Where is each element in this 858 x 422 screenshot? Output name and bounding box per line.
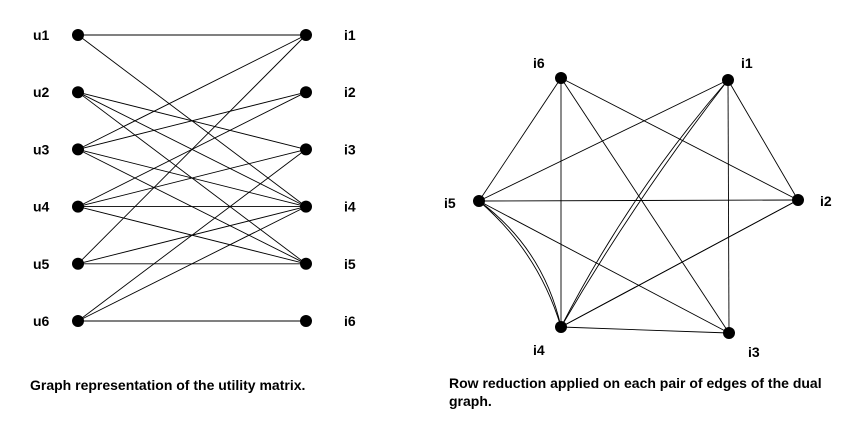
dual-label-i6: i6 xyxy=(533,55,545,71)
dual-graph-nodes xyxy=(473,72,804,339)
edge-u3-i2 xyxy=(77,91,307,150)
label-i3: i3 xyxy=(344,141,356,157)
dual-label-i5: i5 xyxy=(444,195,456,211)
label-u2: u2 xyxy=(33,84,50,100)
node-i4 xyxy=(300,200,312,213)
node-i2 xyxy=(300,86,312,99)
bipartite-nodes xyxy=(72,29,312,327)
bipartite-labels: u1 u2 u3 u4 u5 u6 i1 i2 i3 i4 i5 i6 xyxy=(33,27,356,329)
node-u1 xyxy=(72,29,84,41)
label-u4: u4 xyxy=(33,199,50,215)
label-u1: u1 xyxy=(33,27,50,43)
edge-i4-i2 xyxy=(560,199,799,328)
node-i1 xyxy=(300,29,312,41)
edge-i5-i3 xyxy=(478,200,730,334)
dual-graph-labels: i1 i2 i3 i4 i5 i6 xyxy=(444,55,832,360)
edge-i1-i2 xyxy=(727,79,799,201)
edge-i1-i5 xyxy=(478,79,729,202)
edge-u4-i3 xyxy=(77,148,307,208)
dual-label-i2: i2 xyxy=(820,193,832,209)
node-u2 xyxy=(72,86,84,99)
dual-graph-edges xyxy=(478,77,799,334)
dual-node-i2 xyxy=(792,194,804,206)
label-u6: u6 xyxy=(33,313,50,329)
edge-u3-i1 xyxy=(77,34,307,150)
edge-i4-i3 xyxy=(560,326,730,334)
dual-node-i5 xyxy=(473,195,485,207)
dual-node-i6 xyxy=(555,72,567,84)
edge-u6-i3 xyxy=(77,149,307,322)
edge-i6-i5 xyxy=(478,77,562,202)
edge-u6-i4 xyxy=(77,206,307,322)
dual-graph-caption: Row reduction applied on each pair of ed… xyxy=(449,375,822,409)
edge-i5-i2 xyxy=(478,199,799,202)
dual-label-i3: i3 xyxy=(748,344,760,360)
dual-node-i4 xyxy=(555,321,567,333)
edge-i1-i4 xyxy=(560,79,729,328)
bipartite-edges xyxy=(77,34,307,322)
node-i6 xyxy=(300,315,312,327)
label-u3: u3 xyxy=(33,141,50,157)
edge-i4-i1 xyxy=(560,79,729,328)
label-i5: i5 xyxy=(344,256,356,272)
node-u6 xyxy=(72,315,84,327)
node-u3 xyxy=(72,143,84,156)
edge-i5-i4 xyxy=(478,200,562,328)
label-i6: i6 xyxy=(344,313,356,329)
edge-i4-i5 xyxy=(478,200,562,328)
label-i1: i1 xyxy=(344,27,356,43)
edge-i1-i3 xyxy=(727,79,730,334)
node-u5 xyxy=(72,257,84,270)
edge-i6-i3 xyxy=(560,77,730,334)
edge-u5-i1 xyxy=(77,34,307,265)
bipartite-caption: Graph representation of the utility matr… xyxy=(30,377,306,393)
label-i4: i4 xyxy=(344,199,356,215)
label-i2: i2 xyxy=(344,84,356,100)
node-i3 xyxy=(300,143,312,156)
node-i5 xyxy=(300,257,312,270)
dual-node-i3 xyxy=(723,327,735,339)
dual-node-i1 xyxy=(722,74,734,86)
label-u5: u5 xyxy=(33,256,50,272)
dual-label-i1: i1 xyxy=(741,55,753,71)
dual-label-i4: i4 xyxy=(533,342,545,358)
node-u4 xyxy=(72,200,84,213)
